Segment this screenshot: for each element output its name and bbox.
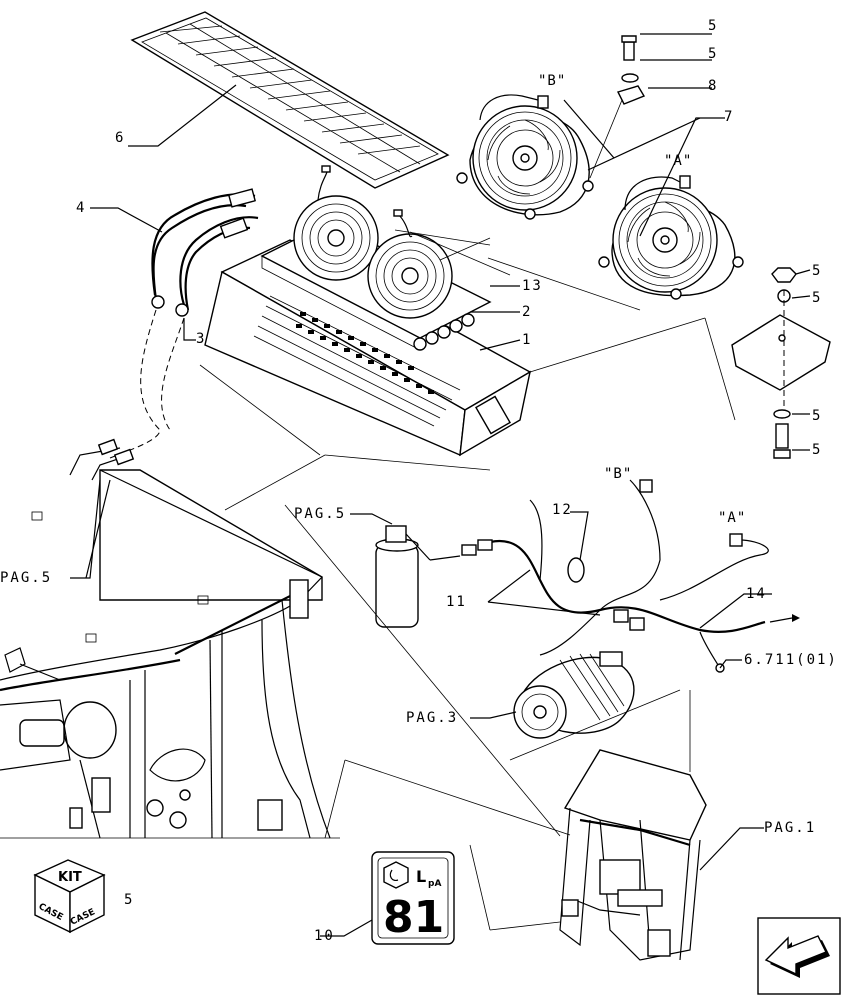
callout-5d: 5 <box>812 290 822 306</box>
view-label-fan-b: "B" <box>538 73 566 89</box>
view-label-fan-a: "A" <box>664 153 692 169</box>
callout-14: 14 <box>746 586 767 602</box>
callout-5-kit: 5 <box>124 892 134 908</box>
navigation-arrow-icon[interactable] <box>757 917 841 995</box>
cabin-air-filter <box>128 11 450 189</box>
page-ref-pag5-top[interactable]: PAG.5 <box>294 506 346 522</box>
callout-5a: 5 <box>708 18 718 34</box>
fan-view-b <box>456 94 594 220</box>
receiver-drier <box>350 513 461 628</box>
callout-6: 6 <box>115 130 125 146</box>
callout-12: 12 <box>552 502 573 518</box>
view-label-plug-a: "A" <box>718 510 746 526</box>
fasteners <box>563 33 831 459</box>
ac-compressor <box>470 651 635 739</box>
callout-11: 11 <box>446 594 467 610</box>
callout-10: 10 <box>314 928 335 944</box>
callout-8: 8 <box>708 78 718 94</box>
tractor-cab-detail <box>0 469 340 839</box>
noise-level-decal <box>320 851 455 945</box>
callout-5f: 5 <box>812 442 822 458</box>
cab-frame-assembly <box>284 504 764 961</box>
page-ref-pag5-left[interactable]: PAG.5 <box>0 570 52 586</box>
wiring-harness <box>461 479 800 673</box>
case-kit-badge <box>33 859 106 934</box>
callout-5e: 5 <box>812 408 822 424</box>
kit-label-top: KIT <box>58 870 82 885</box>
page-ref-pag3[interactable]: PAG.3 <box>406 710 458 726</box>
callout-2: 2 <box>522 304 532 320</box>
page-ref-6711[interactable]: 6.711(01) <box>744 652 838 668</box>
page-ref-pag1[interactable]: PAG.1 <box>764 820 816 836</box>
fan-view-a <box>598 175 744 300</box>
callout-7: 7 <box>724 109 734 125</box>
refrigerant-hoses <box>69 188 259 481</box>
noise-unit-sub: pA <box>428 879 441 889</box>
callout-5c: 5 <box>812 263 822 279</box>
callout-4: 4 <box>76 200 86 216</box>
noise-level-value: 81 <box>383 892 444 943</box>
callout-3: 3 <box>196 331 206 347</box>
callout-5b: 5 <box>708 46 718 62</box>
roof-hvac-unit <box>199 165 736 511</box>
callout-13: 13 <box>522 278 543 294</box>
noise-unit-main: L <box>416 867 426 886</box>
callout-1: 1 <box>522 332 532 348</box>
view-label-plug-b: "B" <box>604 466 632 482</box>
